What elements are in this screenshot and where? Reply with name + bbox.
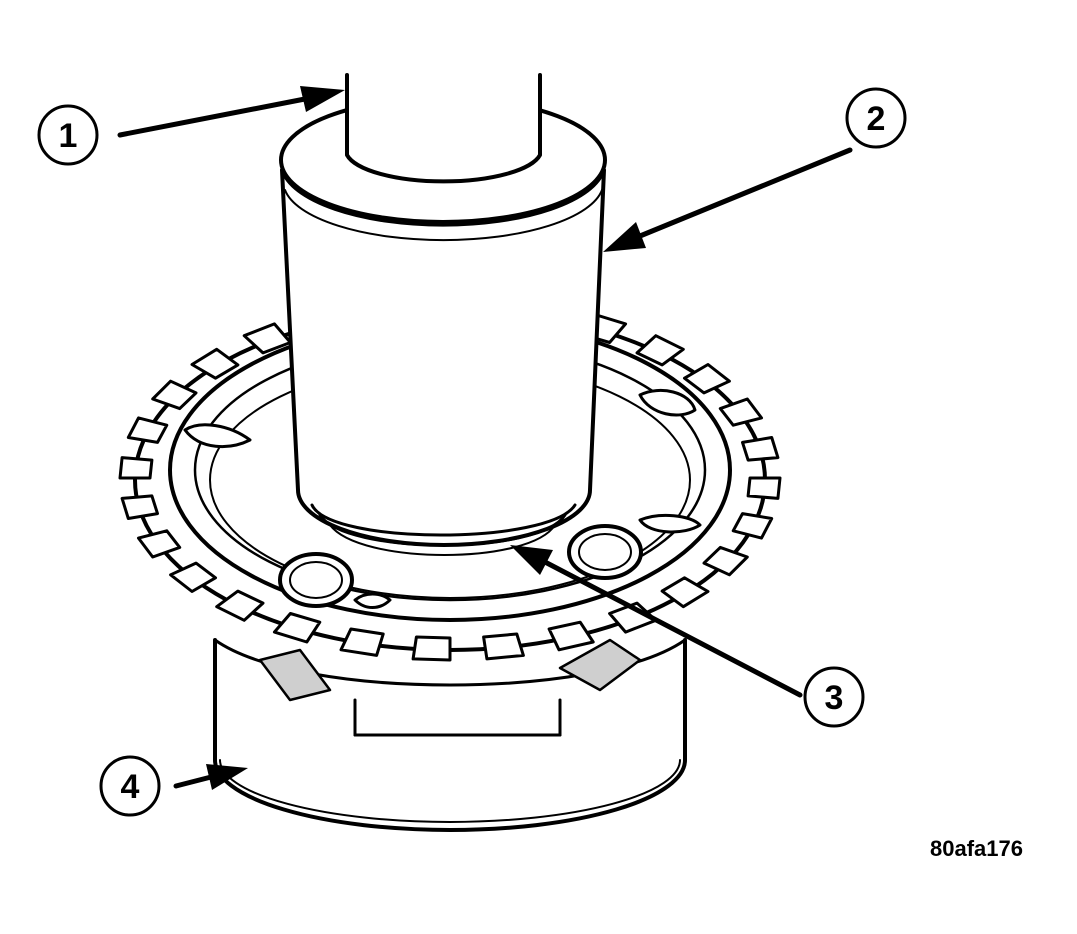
leader-arrow-1 — [117, 86, 345, 138]
leader-arrow-2 — [603, 147, 853, 252]
leader-arrow-4 — [173, 764, 248, 790]
callout-label-1: 1 — [59, 117, 78, 155]
callout-label-3: 3 — [825, 679, 844, 717]
callout-circle-2 — [845, 87, 907, 149]
callout-circle-3 — [803, 666, 865, 728]
driver-shaft — [345, 73, 542, 184]
callout-label-2: 2 — [867, 100, 886, 138]
leader-arrow-3 — [510, 545, 803, 698]
seal — [310, 503, 577, 556]
callout-circle-1 — [37, 104, 99, 166]
callout-circle-4 — [99, 755, 161, 817]
figure-code: 80afa176 — [930, 836, 1023, 861]
callout-label-4: 4 — [121, 768, 140, 806]
